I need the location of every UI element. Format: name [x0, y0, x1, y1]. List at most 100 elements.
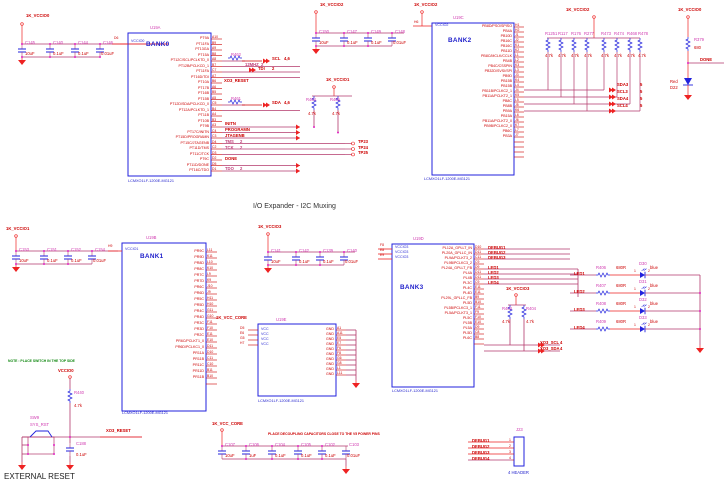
diode-ref-d22: D22 — [670, 85, 678, 90]
rail-label-vccio3-mid: 1K_VCCIO3 — [258, 224, 282, 229]
pullup-res-val-2: 4.7k — [571, 53, 579, 58]
u19c-pin-num-6: L1 — [515, 53, 519, 57]
led-res-val-3: 680R — [616, 319, 627, 324]
u19d-pin-num-17: C8 — [475, 330, 480, 334]
led-res-ref-2: R408 — [596, 301, 607, 306]
cap-val-c106: 1uF — [249, 453, 257, 458]
pullup-res-ref-6: R468 — [627, 31, 638, 36]
u19d-pin-num-14: F10 — [475, 315, 481, 319]
u19b-pin-name-3: PR8C — [194, 267, 204, 271]
u19e-vcc-name-0: VCC — [261, 327, 269, 331]
u19c-pin-num-13: J4 — [515, 88, 519, 92]
rail-label-vccio1-pullup: 1K_VCCIO1 — [326, 77, 350, 82]
u19a-pin-num-5: B7 — [212, 62, 217, 67]
u19c-pin-name-18: PB15A — [500, 114, 512, 118]
led-res-ref-0: R406 — [596, 265, 607, 270]
u19d-pin-name-8: PL4C — [463, 286, 472, 290]
switch-ref-sw9[interactable]: SW9 — [30, 415, 40, 420]
u19c-pin-name-22: PB3A — [502, 134, 512, 138]
rail-label-vccio3-pulldown: 1K_VCCIO3 — [506, 286, 530, 291]
led-pin-k-1: 2 — [648, 287, 650, 291]
u19b-pin-num-3: K10 — [207, 266, 214, 270]
cap-val-c153: 10uF — [19, 258, 29, 263]
block-ref-u19b: U19B — [146, 235, 157, 240]
u19c-pin-num-7: L2 — [515, 58, 519, 62]
u19d-pin-name-12: PL5B/PCLKC3_1 — [444, 306, 472, 310]
u19c-pin-name-19: PB11A/PCLKT2_0 — [482, 119, 513, 123]
cap-ref-c141: C141 — [271, 248, 282, 253]
net-label-xo3reset-top: XO3_RESET — [224, 78, 249, 83]
u19b-pin-name-8: PR5C — [194, 297, 204, 301]
u19d-pin-num-10: B9 — [475, 295, 480, 299]
diode-val-d22: Red — [670, 79, 678, 84]
switch-name-sysrst[interactable]: SYS_RST — [30, 422, 50, 427]
u19d-pin-num-9: E11 — [475, 290, 481, 294]
cap-ref-c188: C188 — [76, 441, 87, 446]
pullup-res-val-1: 4.7k — [558, 53, 566, 58]
u19c-net-sheet-7: 5 — [640, 103, 643, 108]
u19b-pin-name-13: PR3D — [194, 327, 204, 331]
u19c-bank-label: BANK2 — [448, 37, 472, 44]
net-label-scl: SCL — [272, 56, 281, 61]
u19a-pin-num-13: B4 — [212, 106, 217, 111]
j23-pin-num-1: 2 — [509, 444, 511, 448]
u19a-pin-name-4: PT12C/SCL/PCLKTD_0 — [170, 58, 209, 62]
cap-val-c144: 0.1uF — [78, 51, 89, 56]
u19d-pin-name-16: PL5A — [463, 326, 472, 330]
u19b-pin-name-16: PR6D/PCLKC1_0 — [175, 345, 204, 349]
u19d-net-label-1: DEBUG2 — [488, 250, 506, 255]
res-ref-r465: R465 — [330, 97, 341, 102]
u19d-vcc-pin-2: VCCIO3 — [395, 255, 409, 259]
u19c-pin-name-9: PB32D/SVSI/SPI — [484, 69, 512, 73]
u19c-pin-num-9: L3 — [515, 68, 519, 72]
cap-ref-c106: C106 — [249, 442, 260, 447]
led-pin-k-2: 2 — [648, 305, 650, 309]
u19c-pin-name-16: PB8B — [502, 104, 512, 108]
cap-val-c142: 0.1uF — [299, 259, 310, 264]
led-pin-a-1: 1 — [634, 287, 636, 291]
u19c-pin-num-15: L5 — [515, 98, 519, 102]
u19b-pin-num-6: J10 — [207, 284, 213, 288]
u19c-pin-name-12: PB15B — [500, 84, 512, 88]
u19c-pin-name-10: PB9D — [502, 74, 512, 78]
u19a-pin-name-17: PT17C/INITN — [187, 129, 209, 134]
u19c-pin-name-1: PB4A — [502, 29, 512, 33]
u19e-part-number: LCMXO1LF-1200E-MG121 — [258, 399, 305, 403]
cap-val-c148: 0.01uF — [393, 40, 407, 45]
net-sheet-xo3scl: 4 — [560, 340, 563, 345]
u19b-bank-label: BANK1 — [140, 253, 164, 260]
u19c-pin-name-21: PB6C — [502, 129, 512, 133]
u19c-pin-num-8: K3 — [515, 63, 520, 67]
header-ref-j23: J23 — [516, 427, 523, 432]
u19a-pin-num-24: D1 — [212, 167, 217, 171]
u19d-vcc-num-1: E8 — [380, 248, 385, 252]
u19b-pin-name-15: PR6C/PCLKT1_0 — [175, 339, 204, 343]
pullup-res-ref-2: R176 — [571, 31, 582, 36]
res-ref-r462: R462 — [231, 52, 242, 57]
net-label-done-u19a: DONE — [225, 156, 238, 161]
cap-ref-c107: C107 — [225, 442, 236, 447]
cap-ref-c104: C104 — [275, 442, 286, 447]
u19b-vcc-pin: VCCIO1 — [125, 247, 139, 251]
cap-val-c102: 0.1uF — [325, 453, 336, 458]
u19a-pin-num-19: D4 — [212, 139, 217, 144]
u19c-vcc-num: H6 — [414, 20, 419, 24]
u19d-pin-num-18: B8 — [475, 335, 480, 339]
u19b-pin-num-8: H11 — [207, 296, 213, 300]
u19b-pin-num-20: B11 — [207, 368, 213, 372]
u19b-pin-num-2: L10 — [207, 260, 213, 264]
u19b-pin-name-7: PR6D — [194, 291, 204, 295]
pullup-res-ref-3: R277 — [584, 31, 595, 36]
u19c-pin-num-14: K5 — [515, 93, 520, 97]
cap-ref-c102: C102 — [325, 442, 336, 447]
u19c-pin-name-13: PB11B/PCLKC2_1 — [482, 89, 512, 93]
u19d-pin-name-9: PL4D — [463, 291, 472, 295]
u19e-vcc-name-2: VCC — [261, 337, 269, 341]
led-net-label-3: LED4 — [574, 325, 585, 330]
u19a-pin-num-2: A9 — [212, 46, 217, 50]
u19a-pin-name-8: PT10A — [198, 80, 209, 84]
u19e-vcc-num-3: H7 — [240, 341, 245, 345]
u19a-pin-name-23: PT11D/DONE — [186, 162, 209, 167]
